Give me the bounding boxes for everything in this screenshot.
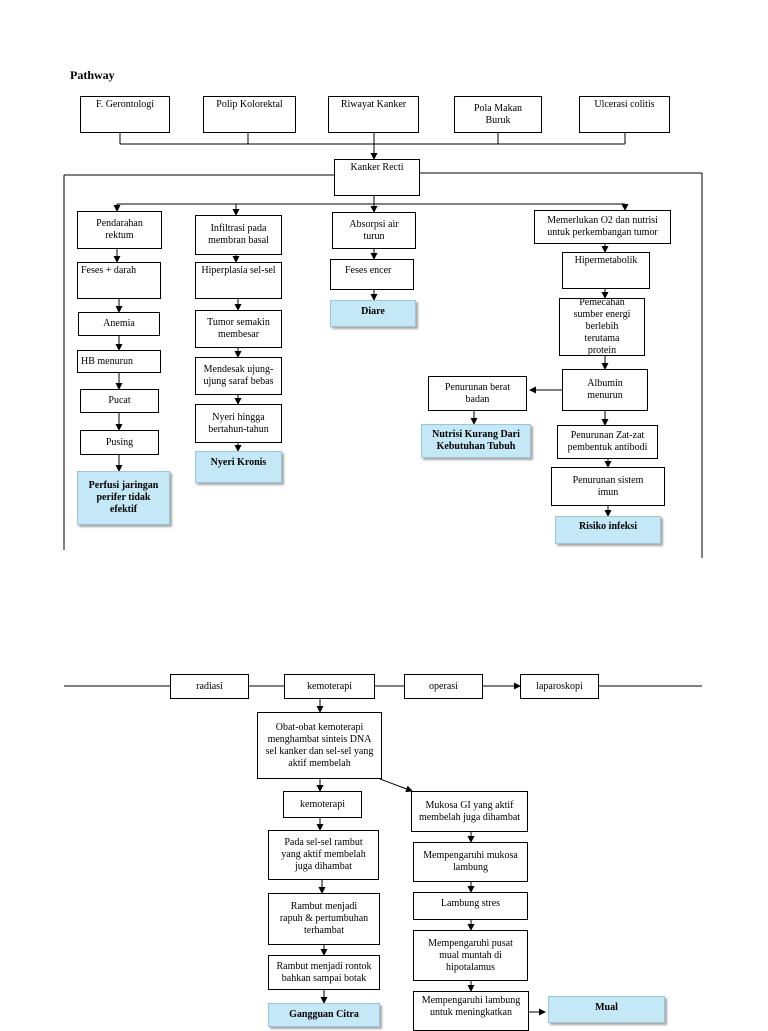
nyeri-node: Nyeri hingga bertahun-tahun [195, 404, 282, 443]
hipermetabolik-node: Hipermetabolik [562, 252, 650, 289]
kemoterapi-node: kemoterapi [283, 791, 362, 818]
therapy-radiasi: radiasi [170, 674, 249, 699]
pusat-mual-node: Mempengaruhi pusat mual muntah di hipota… [413, 930, 528, 981]
cause-polip-label: Polip Kolorektal [216, 99, 283, 110]
kanker-recti-label: Kanker Recti [350, 162, 404, 173]
cause-gerontologi-label: F. Gerontologi [95, 99, 155, 110]
cause-riwayat-label: Riwayat Kanker [340, 99, 407, 110]
nyeri-label: Nyeri hingga bertahun-tahun [208, 411, 269, 435]
page-title: Pathway [70, 68, 115, 82]
hb-node: HB menurun [77, 350, 161, 373]
diagnosis-diare-label: Diare [361, 306, 385, 317]
infiltrasi-label: Infiltrasi pada membran basal [208, 223, 269, 246]
diagnosis-mual: Mual [548, 996, 665, 1023]
absorpsi-node: Absorpsi air turun [332, 212, 416, 249]
kemoterapi-label: kemoterapi [300, 798, 345, 810]
pucat-node: Pucat [80, 389, 159, 413]
zat-zat-label: Penurunan Zat-zat pembentuk antibodi [567, 430, 648, 453]
diagnosis-nutrisi-label: Nutrisi Kurang Dari Kebutuhan Tubuh [432, 429, 520, 452]
obat-kemoterapi-label: Obat-obat kemoterapi menghambat sinteis … [265, 721, 374, 769]
therapy-laparoskopi: laparoskopi [520, 674, 599, 699]
penurunan-bb-node: Penurunan berat badan [428, 376, 527, 411]
hiperplasia-node: Hiperplasia sel-sel [195, 262, 282, 299]
pemecahan-node: Pemecahan sumber energi berlebih terutam… [559, 297, 645, 356]
diagnosis-perfusi-label: Perfusi jaringan perifer tidak efektif [88, 480, 159, 515]
cause-ulcerasi: Ulcerasi colitis [579, 96, 670, 133]
obat-kemoterapi-node: Obat-obat kemoterapi menghambat sinteis … [257, 712, 382, 779]
diagnosis-citra-label: Gangguan Citra [289, 1009, 359, 1020]
pemecahan-label: Pemecahan sumber energi berlebih terutam… [573, 297, 631, 356]
feses-encer-label: Feses encer [345, 265, 392, 276]
feses-darah-node: Feses + darah [77, 262, 161, 299]
diagnosis-infeksi-label: Risiko infeksi [578, 521, 638, 532]
mendesak-node: Mendesak ujung-ujung saraf bebas [195, 357, 282, 395]
lambung-meningkat-node: Mempengaruhi lambung untuk meningkatkan [413, 991, 529, 1031]
therapy-kemoterapi: kemoterapi [284, 674, 375, 699]
pendarahan-label: Pendarahan rektum [96, 218, 143, 241]
tumor-label: Tumor semakin membesar [207, 317, 270, 340]
pada-sel-rambut-node: Pada sel-sel rambut yang aktif membelah … [268, 830, 379, 880]
memerlukan-label: Memerlukan O2 dan nutrisi untuk perkemba… [547, 215, 658, 238]
cause-ulcerasi-label: Ulcerasi colitis [594, 99, 655, 110]
therapy-operasi: operasi [404, 674, 483, 699]
anemia-node: Anemia [78, 312, 160, 336]
cause-pola-makan-label: Pola Makan Buruk [473, 102, 523, 126]
diagnosis-risiko-infeksi: Risiko infeksi [555, 516, 661, 544]
mukosa-gi-node: Mukosa GI yang aktif membelah juga diham… [411, 791, 528, 832]
feses-encer-node: Feses encer [330, 259, 414, 290]
therapy-kemoterapi-label: kemoterapi [307, 680, 352, 692]
diagnosis-diare: Diare [330, 300, 416, 327]
hb-label: HB menurun [81, 355, 133, 367]
albumin-node: Albumin menurun [562, 369, 648, 411]
mukosa-lambung-node: Mempengaruhi mukosa lambung [413, 842, 528, 882]
lambung-stres-label: Lambung stres [440, 898, 501, 909]
cause-polip: Polip Kolorektal [203, 96, 296, 133]
zat-zat-node: Penurunan Zat-zat pembentuk antibodi [557, 425, 658, 459]
pusat-mual-label: Mempengaruhi pusat mual muntah di hipota… [428, 937, 513, 973]
pusing-node: Pusing [80, 430, 159, 455]
lambung-meningkat-label: Mempengaruhi lambung untuk meningkatkan [421, 995, 521, 1018]
albumin-label: Albumin menurun [587, 378, 623, 401]
mukosa-gi-label: Mukosa GI yang aktif membelah juga diham… [418, 799, 521, 823]
anemia-label: Anemia [103, 318, 135, 329]
lambung-stres-node: Lambung stres [413, 892, 528, 920]
imun-node: Penurunan sistem imun [551, 467, 665, 506]
cause-pola-makan: Pola Makan Buruk [454, 96, 542, 133]
pucat-label: Pucat [108, 395, 131, 406]
rambut-rapuh-node: Rambut menjadi rapuh & pertumbuhan terha… [268, 893, 380, 945]
penurunan-bb-label: Penurunan berat badan [444, 381, 511, 405]
diagnosis-nutrisi: Nutrisi Kurang Dari Kebutuhan Tubuh [421, 424, 531, 458]
kanker-recti-node: Kanker Recti [334, 159, 420, 196]
therapy-operasi-label: operasi [429, 680, 458, 692]
diagnosis-nyeri-label: Nyeri Kronis [210, 457, 267, 468]
infiltrasi-node: Infiltrasi pada membran basal [195, 215, 282, 255]
pada-sel-rambut-label: Pada sel-sel rambut yang aktif membelah … [281, 837, 366, 872]
memerlukan-node: Memerlukan O2 dan nutrisi untuk perkemba… [534, 210, 671, 244]
mendesak-label: Mendesak ujung-ujung saraf bebas [203, 364, 274, 387]
therapy-laparoskopi-label: laparoskopi [536, 680, 583, 692]
cause-gerontologi: F. Gerontologi [80, 96, 170, 133]
feses-darah-label: Feses + darah [81, 265, 137, 276]
hiperplasia-label: Hiperplasia sel-sel [201, 265, 276, 276]
diagnosis-gangguan-citra: Gangguan Citra [268, 1003, 380, 1027]
diagnosis-nyeri-kronis: Nyeri Kronis [195, 451, 282, 483]
rambut-rontok-node: Rambut menjadi rontok bahkan sampai bota… [268, 955, 380, 990]
imun-label: Penurunan sistem imun [572, 474, 644, 498]
hipermetabolik-label: Hipermetabolik [574, 255, 638, 266]
pusing-label: Pusing [105, 436, 134, 448]
pendarahan-node: Pendarahan rektum [77, 211, 162, 249]
cause-riwayat: Riwayat Kanker [328, 96, 419, 133]
rambut-rontok-label: Rambut menjadi rontok bahkan sampai bota… [276, 960, 372, 984]
diagnosis-mual-label: Mual [595, 1002, 618, 1013]
diagnosis-perfusi: Perfusi jaringan perifer tidak efektif [77, 471, 170, 525]
rambut-rapuh-label: Rambut menjadi rapuh & pertumbuhan terha… [279, 901, 369, 936]
absorpsi-label: Absorpsi air turun [349, 218, 399, 242]
tumor-node: Tumor semakin membesar [195, 310, 282, 348]
mukosa-lambung-label: Mempengaruhi mukosa lambung [423, 850, 518, 873]
therapy-radiasi-label: radiasi [196, 680, 223, 692]
